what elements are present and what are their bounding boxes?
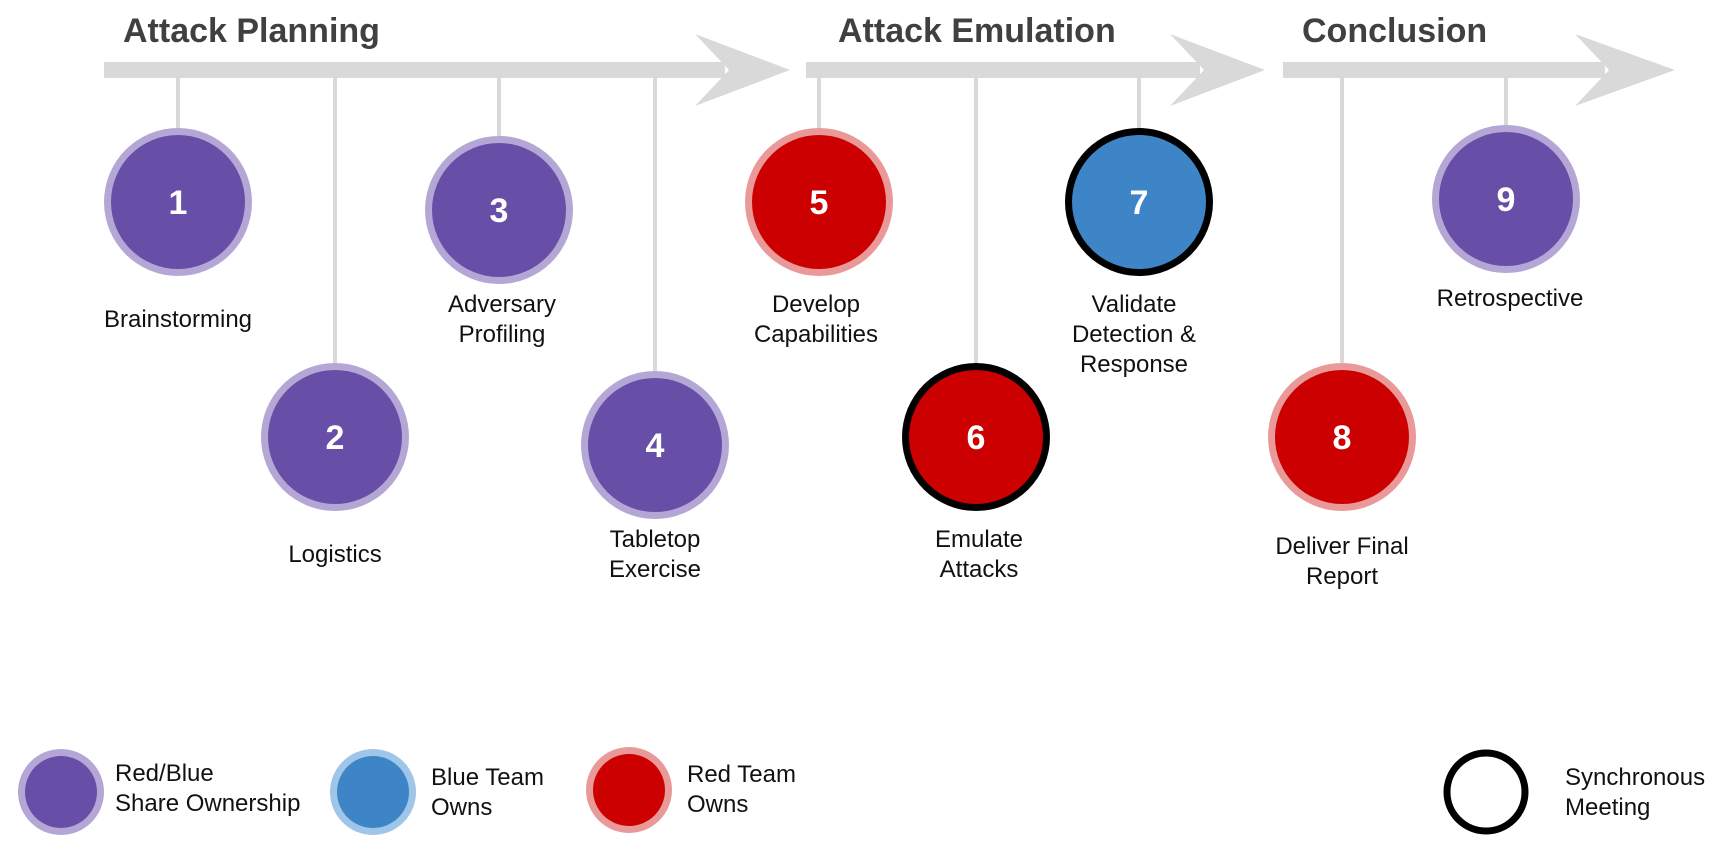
step-7-number: 7 [1130,184,1149,222]
steps: 1Brainstorming2Logistics3AdversaryProfil… [104,125,1583,590]
legend-red-label: Owns [687,791,748,818]
step-7-label: Response [1080,351,1188,378]
legend-red-label: Red Team [687,761,796,788]
legend-sync-swatch [1443,749,1529,835]
legend-shared-label: Red/Blue [115,760,214,787]
step-2-number: 2 [326,419,345,457]
step-8-label: Report [1306,563,1378,590]
phase-title-conclusion: Conclusion [1302,12,1487,50]
step-9-number: 9 [1497,181,1516,219]
step-7-label: Detection & [1072,321,1196,348]
step-7-circle [1072,135,1206,269]
arrow-head-conclusion [1575,34,1675,106]
arrow-shaft-conclusion [1283,62,1605,78]
step-1-circle [111,135,245,269]
step-3-label: Profiling [459,321,546,348]
step-2-label: Logistics [288,541,381,568]
step-6-label: Emulate [935,526,1023,553]
step-4-label: Exercise [609,556,701,583]
legend-sync-label: Synchronous [1565,764,1705,791]
step-6-number: 6 [967,419,986,457]
step-3-label: Adversary [448,291,556,318]
step-4-label: Tabletop [610,526,701,553]
arrow-head-attack-emulation [1170,34,1265,106]
phase-titles: Attack Planning Attack Emulation Conclusio… [123,12,1487,50]
phase-arrows [104,34,1675,106]
phase-title-attack-emulation: Attack Emulation [838,12,1116,50]
step-3-number: 3 [490,192,509,230]
step-4-circle [588,378,722,512]
arrow-shaft-attack-planning [104,62,725,78]
legend-blue-label: Blue Team [431,764,544,791]
legend-red-swatch [593,754,665,826]
legend-sync-label: Meeting [1565,794,1650,821]
legend-shared-label: Share Ownership [115,790,300,817]
step-6-label: Attacks [940,556,1019,583]
step-connectors [176,70,1508,371]
step-9-label: Retrospective [1437,285,1584,312]
legend-blue-swatch [337,756,409,828]
step-1-label: Brainstorming [104,306,252,333]
step-7-label: Validate [1092,291,1177,318]
step-8-label: Deliver Final [1275,533,1408,560]
step-4-number: 4 [646,427,665,465]
legend-shared-swatch [25,756,97,828]
step-5-label: Capabilities [754,321,878,348]
arrow-head-attack-planning [695,34,790,106]
step-9-circle [1439,132,1573,266]
step-5-label: Develop [772,291,860,318]
step-3-circle [432,143,566,277]
step-8-circle [1275,370,1409,504]
step-5-circle [752,135,886,269]
step-6-circle [909,370,1043,504]
step-5-number: 5 [810,184,829,222]
step-1-number: 1 [169,184,188,222]
step-2-circle [268,370,402,504]
phase-title-attack-planning: Attack Planning [123,12,380,50]
legend-blue-label: Owns [431,794,492,821]
step-8-number: 8 [1333,419,1352,457]
arrow-shaft-attack-emulation [806,62,1200,78]
